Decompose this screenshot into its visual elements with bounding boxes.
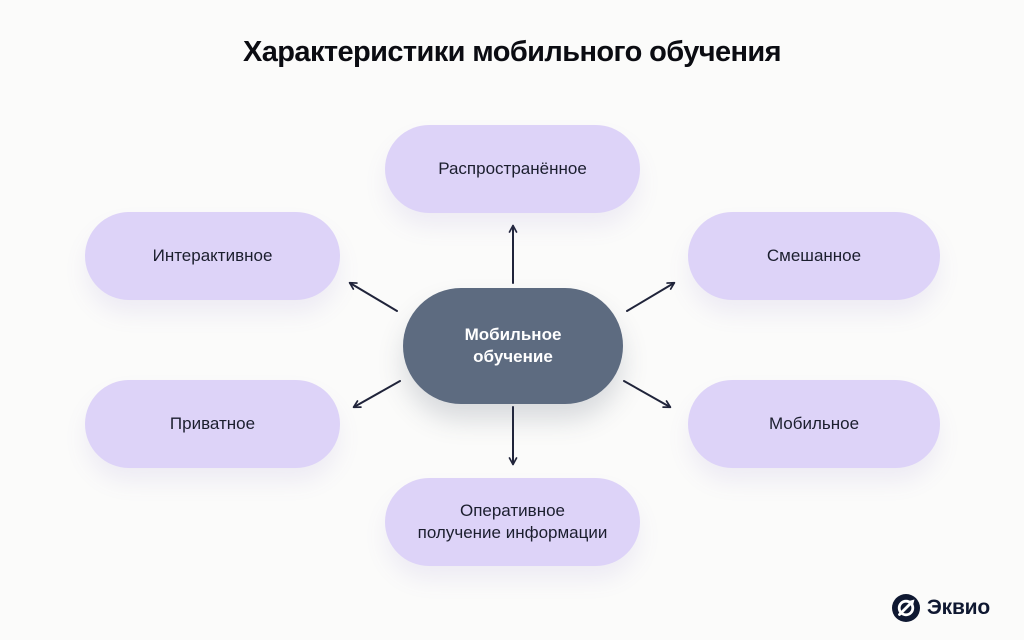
arrow-to-left-top [348, 281, 398, 312]
arrow-to-left-bottom [352, 380, 401, 409]
node-right-bottom: Мобильное [688, 380, 940, 468]
node-center-label: Мобильное обучение [464, 324, 562, 366]
node-left-top-label: Интерактивное [152, 245, 273, 265]
node-left-bottom-label: Приватное [169, 413, 256, 433]
node-left-bottom: Приватное [85, 380, 340, 468]
node-right-top: Смешанное [688, 212, 940, 300]
equio-circle-arrow-icon [891, 594, 920, 622]
brand-logo-text: Эквио [926, 596, 990, 619]
brand-logo: Эквио [891, 594, 990, 622]
node-bottom: Оперативное получение информации [385, 478, 640, 566]
node-top: Распространённое [385, 125, 640, 213]
node-center: Мобильное обучение [403, 288, 623, 404]
node-left-top: Интерактивное [85, 212, 340, 300]
arrow-to-right-top [626, 281, 676, 312]
node-bottom-label: Оперативное получение информации [417, 500, 608, 542]
arrow-to-right-bottom [623, 380, 672, 409]
node-right-top-label: Смешанное [766, 245, 862, 265]
node-top-label: Распространённое [438, 158, 587, 178]
page-title: Характеристики мобильного обучения [243, 36, 782, 68]
node-right-bottom-label: Мобильное [768, 413, 860, 433]
